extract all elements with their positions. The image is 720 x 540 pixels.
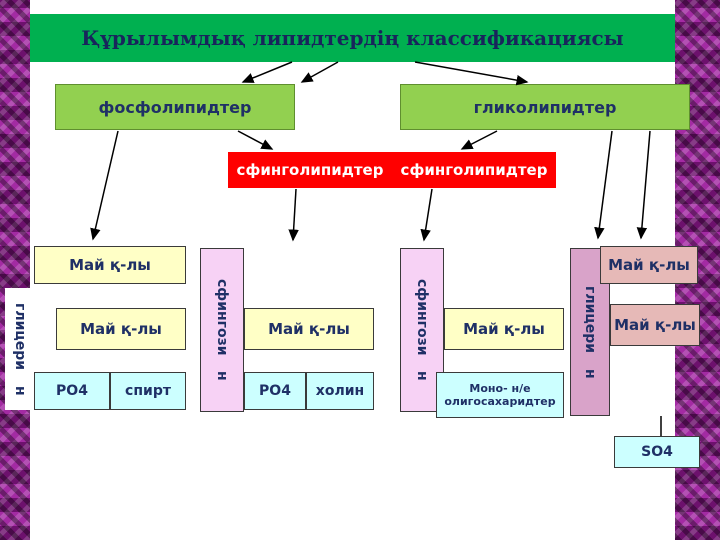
sphingosine-backbone-column: сфингози н xyxy=(200,248,244,412)
sulfate-box: SO4 xyxy=(614,436,700,468)
fatty-acid-box: Май қ-лы xyxy=(600,246,698,284)
glycerin-vertical-text: глицери н xyxy=(12,303,28,396)
fatty-acid-box: Май қ-лы xyxy=(56,308,186,350)
backbone-suffix: н xyxy=(214,371,230,382)
fatty-acid-box: Май қ-лы xyxy=(444,308,564,350)
backbone-suffix: н xyxy=(414,371,430,382)
fatty-acid-box: Май қ-лы xyxy=(244,308,374,350)
sphingosine-backbone-column: сфингози н xyxy=(400,248,444,412)
choline-label: холин xyxy=(315,383,365,399)
glycolipids-box: гликолипидтер xyxy=(400,84,690,130)
phosphate-label: PO4 xyxy=(259,383,291,399)
fatty-acid-label: Май қ-лы xyxy=(614,316,696,334)
alcohol-label: спирт xyxy=(125,383,171,399)
fatty-acid-label: Май қ-лы xyxy=(608,256,690,274)
phosphate-box: PO4 xyxy=(244,372,306,410)
sphingolipids-box-left: сфинголипидтер xyxy=(228,152,392,188)
backbone-text: сфингози xyxy=(214,278,230,356)
slide-title-text: Құрылымдық липидтердің классификациясы xyxy=(81,26,624,50)
choline-box: холин xyxy=(306,372,374,410)
slide-title: Құрылымдық липидтердің классификациясы xyxy=(30,14,675,62)
glycerin-backbone-label: глицери н xyxy=(5,288,35,410)
backbone-suffix: н xyxy=(582,368,598,379)
left-border-pattern xyxy=(0,0,30,540)
oligosaccharide-label: Моно- н/е олигосахаридтер xyxy=(444,381,556,408)
backbone-text: глицери xyxy=(582,285,598,353)
glycerin-vertical-text: глицери н xyxy=(582,286,598,379)
phospholipids-label: фосфолипидтер xyxy=(98,97,252,117)
fatty-acid-box: Май қ-лы xyxy=(610,304,700,346)
backbone-text: глицери xyxy=(12,302,28,370)
fatty-acid-label: Май қ-лы xyxy=(463,320,545,338)
phospholipids-box: фосфолипидтер xyxy=(55,84,295,130)
sphingolipids-left-label: сфинголипидтер xyxy=(236,161,384,179)
sphingosine-vertical-text: сфингози н xyxy=(414,279,430,381)
fatty-acid-label: Май қ-лы xyxy=(80,320,162,338)
fatty-acid-box: Май қ-лы xyxy=(34,246,186,284)
glycolipids-label: гликолипидтер xyxy=(473,97,617,117)
fatty-acid-label: Май қ-лы xyxy=(268,320,350,338)
fatty-acid-label: Май қ-лы xyxy=(69,256,151,274)
backbone-suffix: н xyxy=(12,385,28,396)
backbone-text: сфингози xyxy=(414,278,430,356)
sphingolipids-box-right: сфинголипидтер xyxy=(392,152,556,188)
oligosaccharide-box: Моно- н/е олигосахаридтер xyxy=(436,372,564,418)
phosphate-label: PO4 xyxy=(56,383,88,399)
sulfate-label: SO4 xyxy=(641,444,673,460)
sphingolipids-right-label: сфинголипидтер xyxy=(400,161,548,179)
sphingosine-vertical-text: сфингози н xyxy=(214,279,230,381)
alcohol-box: спирт xyxy=(110,372,186,410)
phosphate-box: PO4 xyxy=(34,372,110,410)
